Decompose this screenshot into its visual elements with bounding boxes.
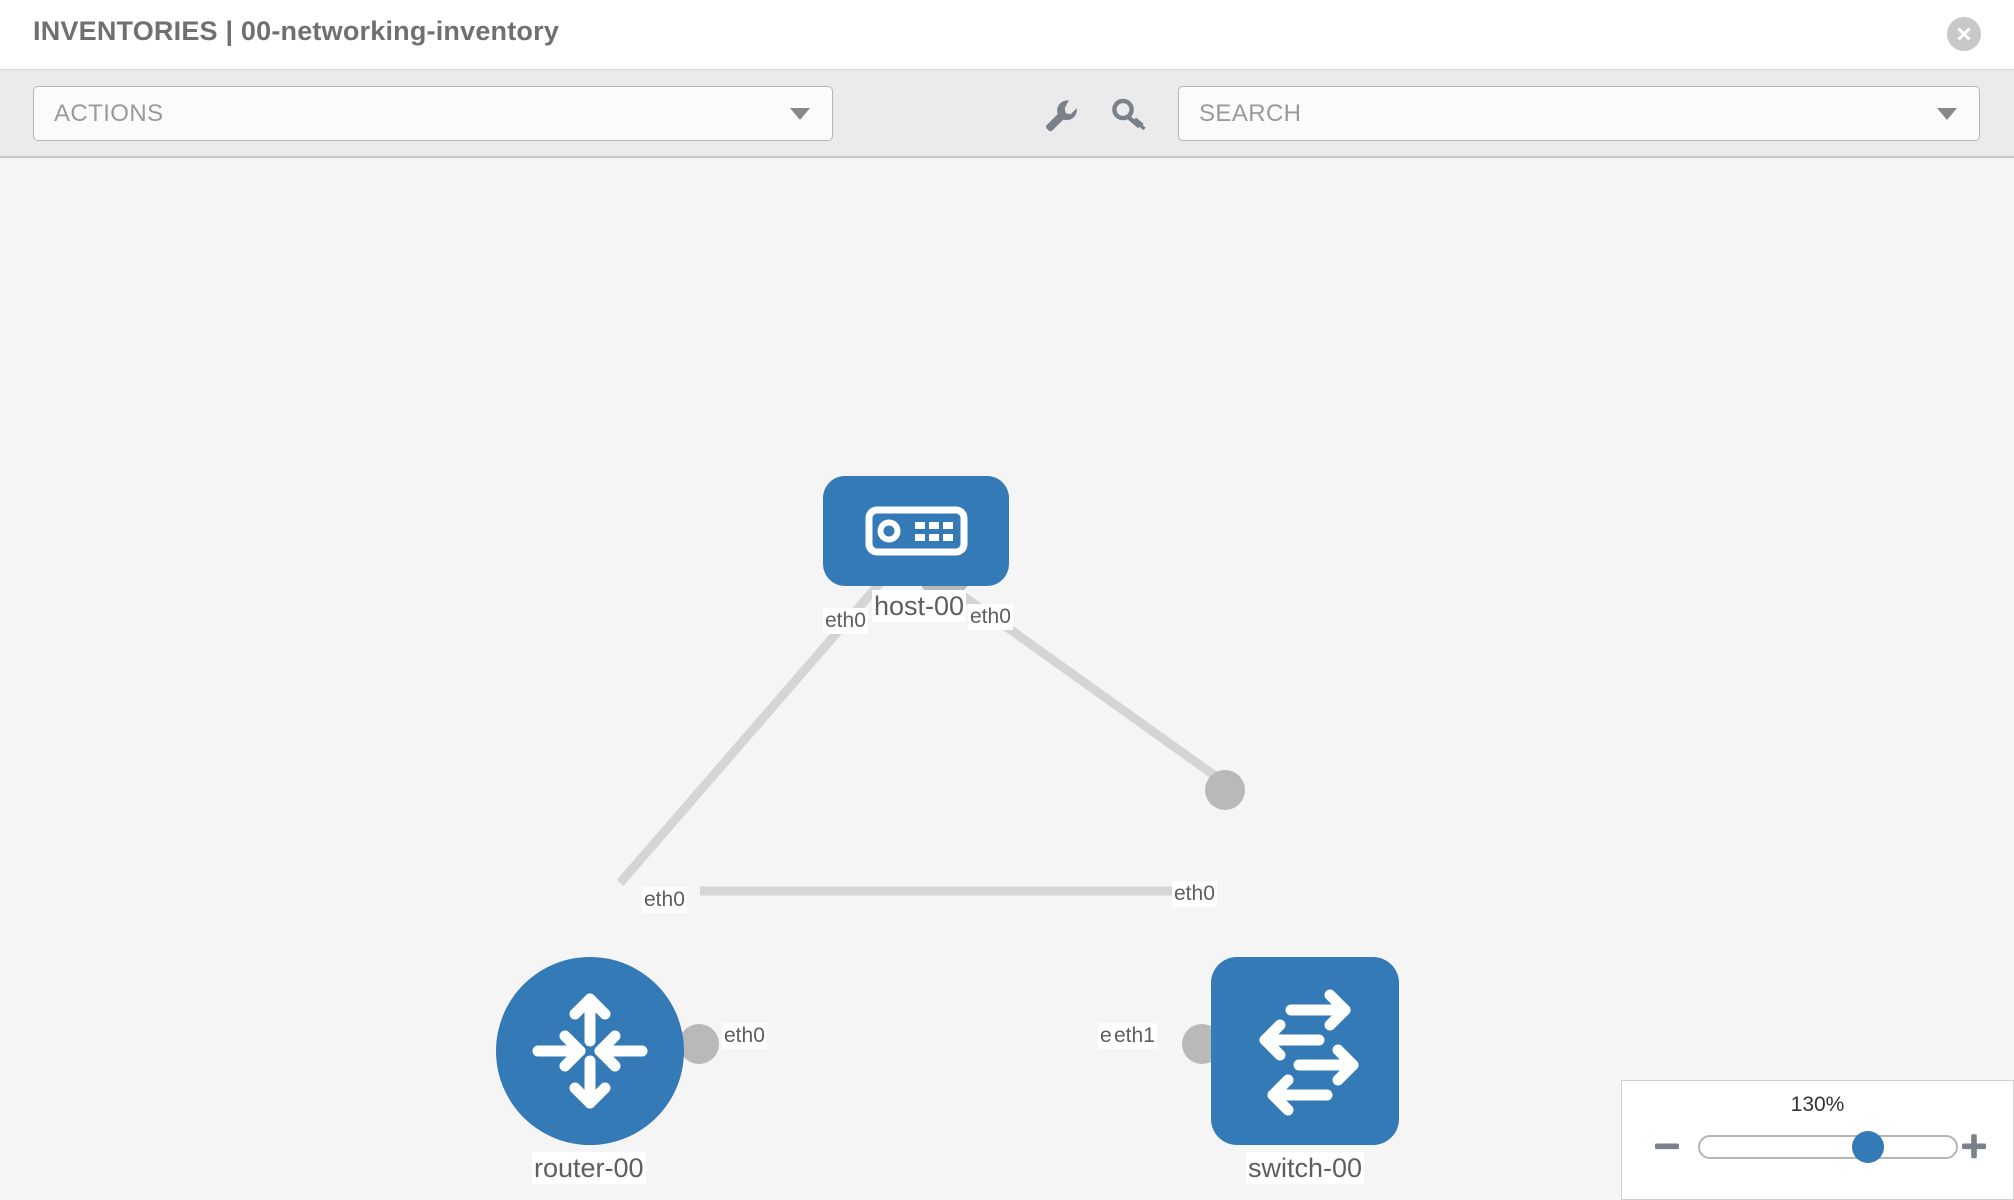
zoom-slider-thumb[interactable] <box>1852 1131 1884 1163</box>
wrench-icon[interactable] <box>1038 92 1082 136</box>
toolbar: ACTIONS SEARCH <box>0 70 2014 158</box>
page-title: INVENTORIES | 00-networking-inventory <box>33 16 560 46</box>
edge-label-host-left: eth0 <box>823 608 868 634</box>
edge-label-host-right: eth0 <box>968 604 1013 630</box>
zoom-slider[interactable] <box>1698 1131 1958 1163</box>
minus-icon <box>1655 1143 1679 1150</box>
search-placeholder: SEARCH <box>1199 99 1302 127</box>
zoom-level-value: 130% <box>1790 1093 1845 1116</box>
search-input[interactable]: SEARCH <box>1178 86 1980 141</box>
node-switch-shape[interactable] <box>1211 957 1399 1145</box>
actions-dropdown-label: ACTIONS <box>54 99 164 127</box>
node-host-shape[interactable] <box>823 476 1009 586</box>
zoom-in-button[interactable] <box>1957 1129 1991 1163</box>
chevron-down-icon <box>1937 107 1957 120</box>
switch-arrows-icon <box>1259 989 1359 1116</box>
close-icon <box>1957 27 1971 41</box>
plus-icon <box>1962 1134 1986 1159</box>
endpoint-switch-top[interactable] <box>1205 770 1245 810</box>
topology-canvas[interactable]: host-00 eth0 eth0 router-00 eth0 eth0 <box>0 158 2014 1200</box>
edge-label-switch-to-router: eth1 <box>1112 1023 1157 1049</box>
endpoint-router-right[interactable] <box>679 1024 719 1064</box>
wrench-glyph <box>1046 100 1077 132</box>
actions-dropdown[interactable]: ACTIONS <box>33 86 833 141</box>
edge-label-router-to-switch: eth0 <box>722 1023 767 1049</box>
server-icon <box>865 506 968 556</box>
zoom-control-panel: 130% <box>1621 1080 2014 1200</box>
zoom-out-button[interactable] <box>1650 1129 1684 1163</box>
topology-links <box>616 579 1235 896</box>
key-icon[interactable] <box>1106 92 1150 136</box>
zoom-slider-row <box>1622 1129 2013 1169</box>
router-arrows-icon <box>532 993 648 1109</box>
chevron-down-icon <box>790 107 810 120</box>
close-button[interactable] <box>1947 17 1981 51</box>
node-router-00-label: router-00 <box>532 1152 646 1184</box>
node-router-shape[interactable] <box>496 957 684 1145</box>
edge-label-router-to-host: eth0 <box>642 887 687 913</box>
page-header: INVENTORIES | 00-networking-inventory <box>0 0 2014 70</box>
key-glyph <box>1112 98 1146 131</box>
node-switch-00-label: switch-00 <box>1246 1152 1365 1184</box>
edge-label-switch-to-host: eth0 <box>1172 881 1217 907</box>
node-host-00-label: host-00 <box>872 590 967 622</box>
